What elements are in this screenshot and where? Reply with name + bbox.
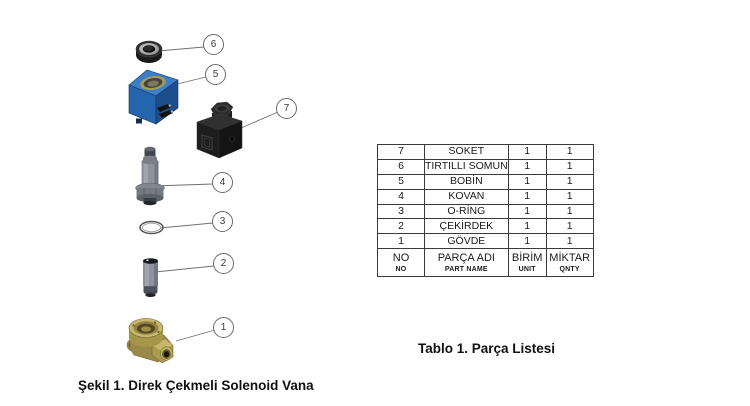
header-name: PARÇA ADI PART NAME	[424, 248, 509, 278]
balloon-2-label: 2	[220, 258, 227, 269]
leader-line-6	[157, 46, 205, 52]
cell-no: 1	[377, 233, 425, 250]
leader-line-2	[154, 265, 215, 273]
balloon-3-label: 3	[219, 216, 226, 227]
part-oring	[138, 219, 165, 236]
cell-qty: 1	[545, 158, 594, 175]
table-row: 6 TIRTILLI SOMUN 1 1	[377, 158, 594, 175]
balloon-3: 3	[212, 211, 233, 232]
balloon-5-label: 5	[212, 69, 219, 80]
cell-name: TIRTILLI SOMUN	[424, 158, 509, 175]
cell-unit: 1	[507, 203, 547, 220]
part-kovan	[133, 145, 167, 207]
table-row: 2 ÇEKİRDEK 1 1	[377, 218, 594, 235]
cell-unit: 1	[507, 218, 547, 235]
cell-qty: 1	[545, 173, 594, 190]
balloon-7: 7	[276, 98, 297, 119]
cell-qty: 1	[545, 188, 594, 205]
cell-name: GÖVDE	[424, 233, 509, 250]
cell-no: 4	[377, 188, 425, 205]
part-soket	[195, 100, 245, 160]
cell-name: SOKET	[424, 144, 509, 160]
cell-name: BOBİN	[424, 173, 509, 190]
figure-caption: Şekil 1. Direk Çekmeli Solenoid Vana	[78, 378, 314, 393]
part-cekirdek	[140, 256, 161, 297]
table-header-row: NO NO PARÇA ADI PART NAME BİRİM UNIT MİK…	[377, 248, 594, 278]
part-govde	[124, 315, 176, 367]
cell-unit: 1	[507, 188, 547, 205]
header-qty-tr: MİKTAR	[549, 251, 591, 264]
header-qty-en: QNTY	[559, 265, 580, 273]
cell-unit: 1	[507, 158, 547, 175]
table-row: 7 SOKET 1 1	[377, 144, 594, 160]
leader-line-7	[240, 111, 279, 129]
cell-name: ÇEKİRDEK	[424, 218, 509, 235]
table-row: 5 BOBİN 1 1	[377, 173, 594, 190]
leader-line-5	[176, 76, 207, 85]
balloon-4-label: 4	[219, 177, 226, 188]
cell-no: 5	[377, 173, 425, 190]
balloon-7-label: 7	[283, 103, 290, 114]
parts-table: 7 SOKET 1 1 6 TIRTILLI SOMUN 1 1 5 BOBİN…	[377, 144, 594, 278]
balloon-1-label: 1	[220, 322, 227, 333]
cell-no: 3	[377, 203, 425, 220]
cell-unit: 1	[507, 144, 547, 160]
leader-line-1	[175, 329, 216, 342]
header-no-tr: NO	[392, 251, 410, 264]
header-no: NO NO	[377, 248, 425, 278]
cell-qty: 1	[545, 218, 594, 235]
cell-unit: 1	[507, 173, 547, 190]
table-caption: Tablo 1. Parça Listesi	[418, 341, 556, 356]
cell-no: 7	[377, 144, 425, 160]
cell-unit: 1	[507, 233, 547, 250]
header-name-en: PART NAME	[444, 265, 488, 273]
cell-qty: 1	[545, 144, 594, 160]
cell-name: KOVAN	[424, 188, 509, 205]
header-qty: MİKTAR QNTY	[545, 248, 594, 278]
header-unit-tr: BİRİM	[511, 251, 543, 264]
part-bobin	[123, 66, 181, 126]
balloon-2: 2	[213, 253, 234, 274]
cell-qty: 1	[545, 233, 594, 250]
header-no-en: NO	[395, 265, 407, 273]
cell-no: 2	[377, 218, 425, 235]
table-row: 3 O-RİNG 1 1	[377, 203, 594, 220]
header-unit: BİRİM UNIT	[507, 248, 547, 278]
table-row: 4 KOVAN 1 1	[377, 188, 594, 205]
table-row: 1 GÖVDE 1 1	[377, 233, 594, 250]
part-tirtilli-somun	[134, 39, 164, 64]
balloon-5: 5	[205, 64, 226, 85]
leader-line-3	[159, 222, 214, 229]
balloon-4: 4	[212, 172, 233, 193]
balloon-1: 1	[213, 317, 234, 338]
cell-qty: 1	[545, 203, 594, 220]
header-unit-en: UNIT	[518, 265, 536, 273]
balloon-6-label: 6	[210, 39, 217, 50]
cell-no: 6	[377, 158, 425, 175]
balloon-6: 6	[203, 34, 224, 55]
header-name-tr: PARÇA ADI	[437, 251, 495, 264]
cell-name: O-RİNG	[424, 203, 509, 220]
